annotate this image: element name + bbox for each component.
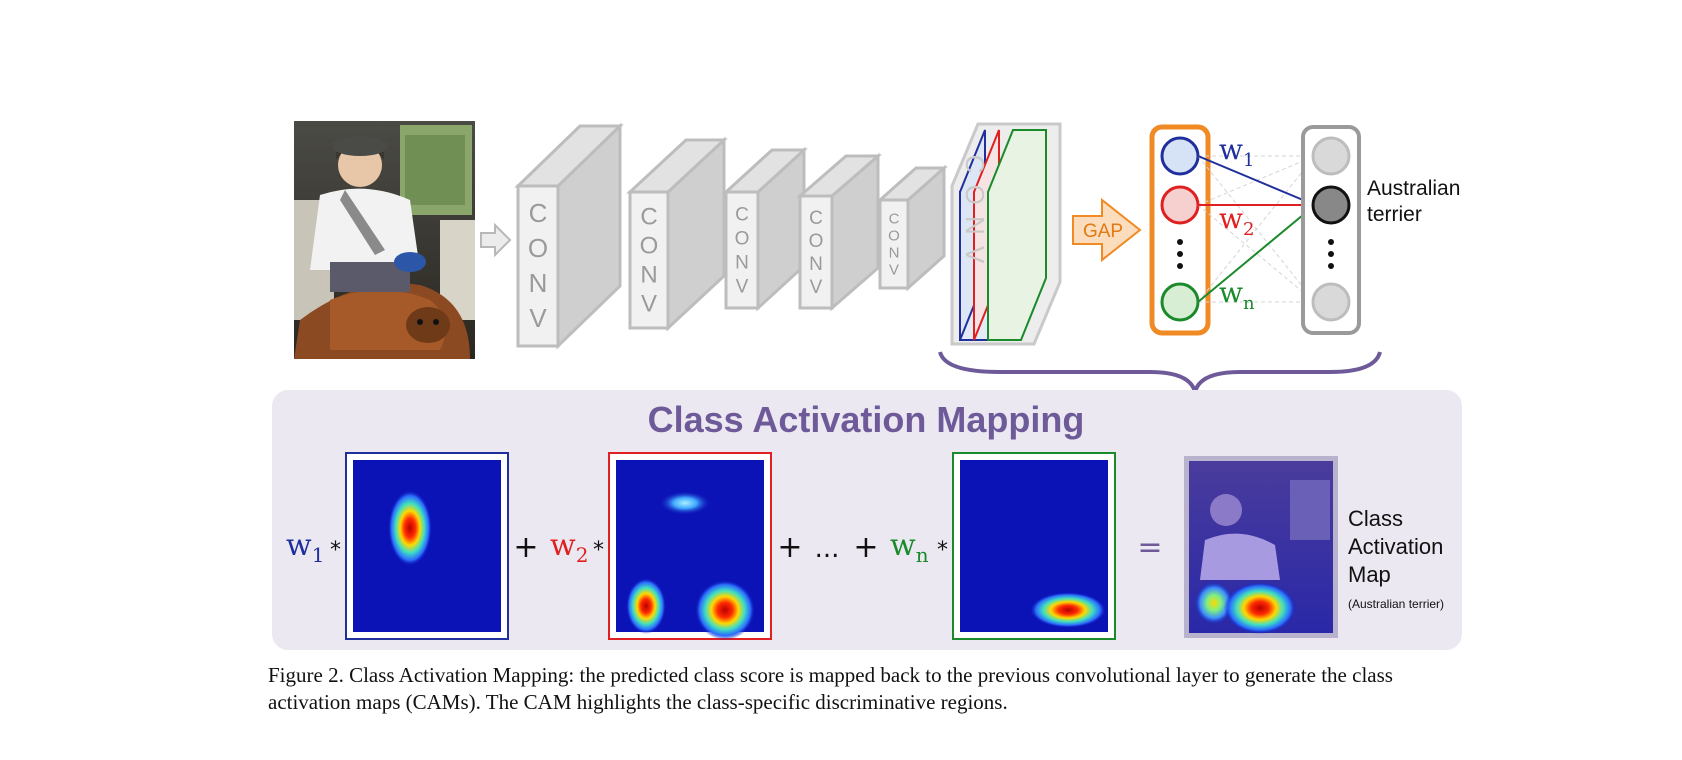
star-1: * (330, 538, 341, 563)
last-conv-feature-maps: C O N V (950, 122, 1062, 346)
cam-weight-1: w1 (286, 528, 324, 567)
cam-panel: Class Activation Mapping w1 * + w2 * + .… (272, 390, 1462, 650)
weight-label-2: w2 (1219, 202, 1254, 240)
star-2: * (593, 538, 604, 563)
cam-output-label-2: Activation (1348, 534, 1443, 559)
gap-unit-2 (1160, 185, 1200, 225)
conv-label-last: C O N V (960, 155, 990, 266)
cam-output-sublabel: (Australian terrier) (1348, 597, 1444, 611)
ellipsis: ... (815, 534, 840, 564)
weight-line-n (1197, 204, 1316, 303)
output-vector (1197, 125, 1361, 335)
figure-caption: Figure 2. Class Activation Mapping: the … (268, 662, 1473, 716)
weight-label-1: w1 (1219, 133, 1254, 171)
class-label: Australian terrier (1367, 177, 1460, 226)
cam-weight-n: wn (890, 528, 929, 567)
cam-weight-2: w2 (550, 528, 588, 567)
heatmap-n (952, 452, 1116, 640)
weight-line-1 (1197, 155, 1316, 206)
gap-label: GAP (1083, 221, 1123, 242)
input-photo (294, 121, 475, 359)
cam-title: Class Activation Mapping (648, 399, 1085, 440)
cam-output-label-3: Map (1348, 562, 1391, 587)
input-arrow (480, 222, 512, 258)
heatmap-1 (345, 452, 509, 640)
plus-3: + (853, 530, 878, 565)
equals: = (1137, 530, 1162, 565)
weight-label-n: wn (1219, 276, 1255, 314)
plus-2: + (777, 530, 802, 565)
gap-unit-1 (1160, 136, 1200, 176)
class-unit (1311, 185, 1351, 225)
gap-unit-n (1160, 282, 1200, 322)
cam-output-image (1184, 456, 1338, 638)
class-label-line-2: terrier (1367, 203, 1422, 226)
caption-line-2: activation maps (CAMs). The CAM highligh… (268, 690, 1008, 714)
heatmap-2 (608, 452, 772, 640)
cam-output-label: Class Activation Map (Australian terrier… (1348, 506, 1444, 611)
caption-line-1: Figure 2. Class Activation Mapping: the … (268, 663, 1393, 687)
gap-arrow: GAP (1072, 197, 1142, 263)
plus-1: + (513, 530, 538, 565)
cam-output-label-1: Class (1348, 506, 1403, 531)
class-label-line-1: Australian (1367, 177, 1460, 200)
star-n: * (937, 538, 948, 563)
weight-labels: w1 w2 wn (1219, 133, 1255, 314)
